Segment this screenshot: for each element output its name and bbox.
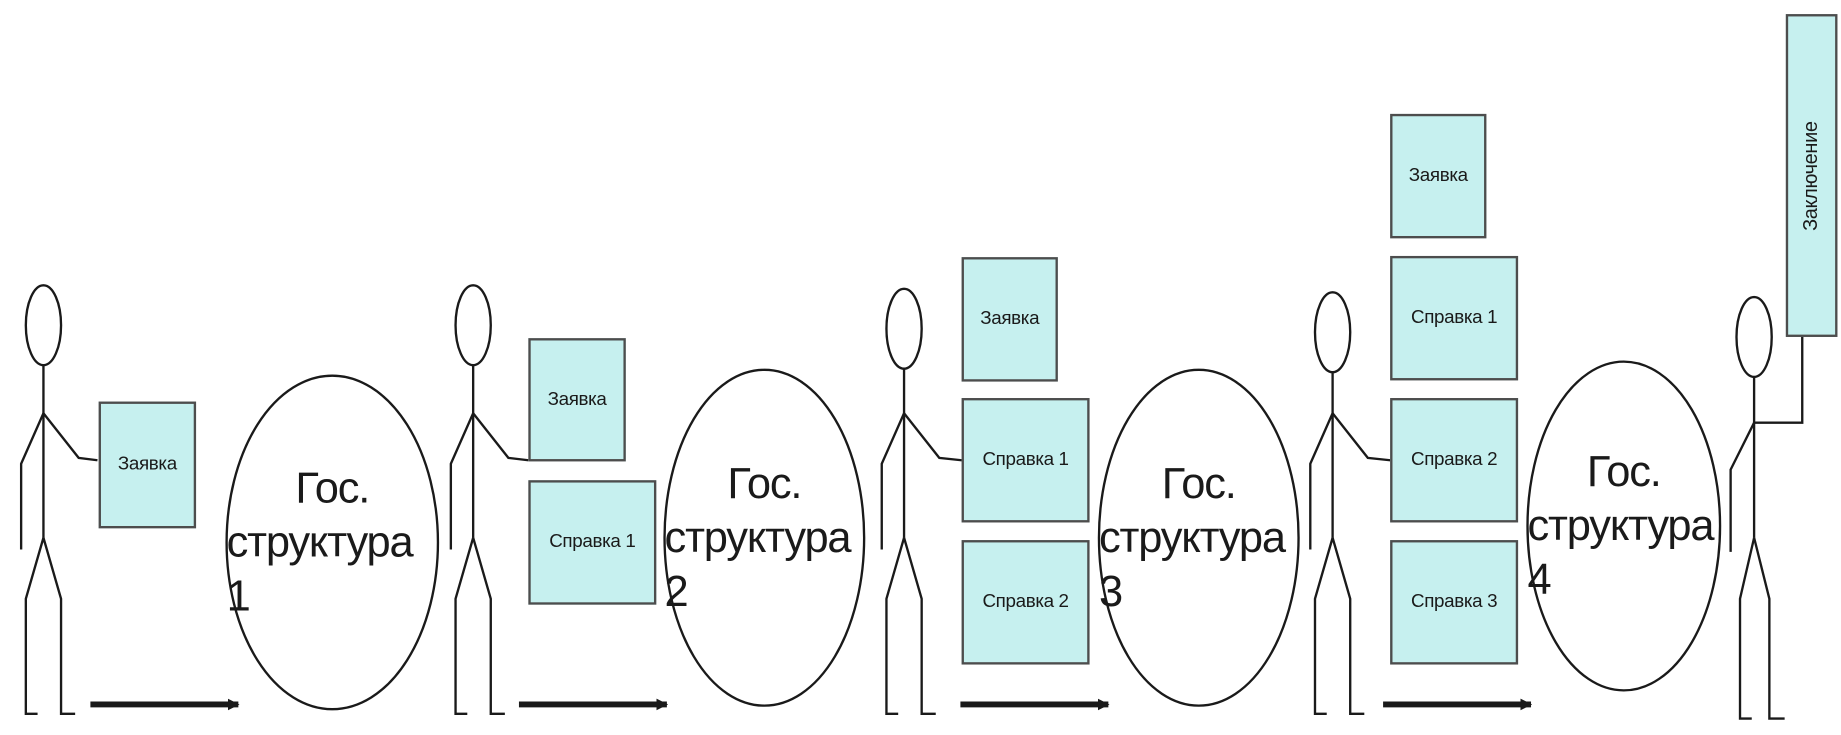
- stick-figure-icon: [19, 284, 98, 716]
- organization-circle: [1097, 368, 1300, 707]
- document-zayavka: Заявка: [98, 401, 197, 529]
- document-spravka-1: Справка 1: [528, 480, 657, 605]
- stick-figure-icon: [1309, 291, 1391, 716]
- document-zayavka: Заявка: [961, 257, 1058, 382]
- organization-circle: [1526, 360, 1722, 692]
- organization-circle: [663, 368, 866, 707]
- organization-circle: [225, 374, 440, 711]
- document-zayavka: Заявка: [528, 338, 626, 462]
- document-zayavka: Заявка: [1390, 113, 1487, 239]
- stick-figure-icon: [1729, 295, 1804, 720]
- document-zaklyuchenie: Заключение: [1785, 14, 1838, 337]
- document-spravka-3: Справка 3: [1390, 540, 1519, 665]
- stick-figure-icon: [880, 287, 962, 716]
- document-spravka-2: Справка 2: [961, 540, 1090, 665]
- document-spravka-1: Справка 1: [961, 398, 1090, 523]
- document-spravka-2: Справка 2: [1390, 398, 1519, 523]
- stick-figure-icon: [449, 284, 529, 716]
- document-spravka-1: Справка 1: [1390, 255, 1519, 381]
